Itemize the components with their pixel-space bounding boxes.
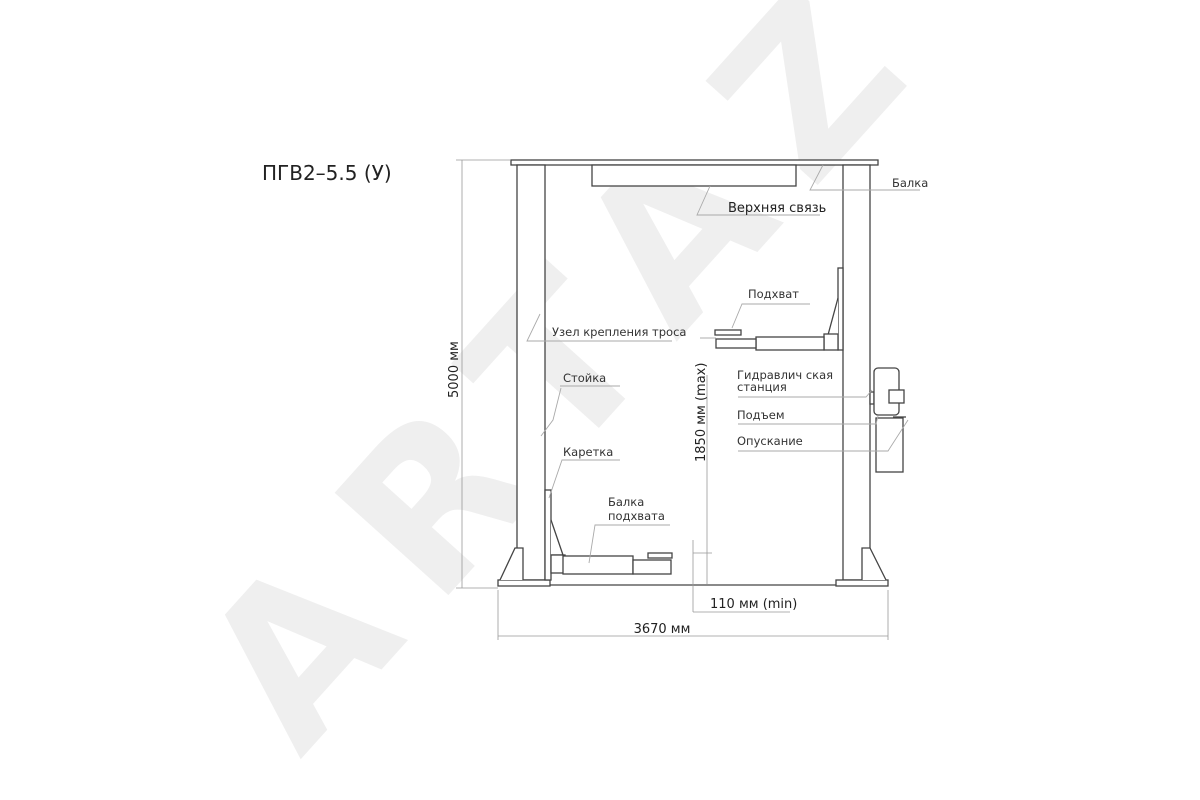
dim-width: 3670 мм (634, 622, 691, 637)
label-top-link: Верхняя связь (728, 201, 826, 216)
leader-lines (526, 164, 920, 564)
label-beam: Балка (892, 176, 928, 190)
label-hydraulic-2: станция (737, 380, 787, 394)
left-carriage (544, 489, 552, 581)
model-title: ПГВ2–5.5 (У) (262, 161, 392, 185)
right-post (842, 164, 871, 581)
upper-arm (755, 336, 825, 351)
dim-height: 5000 мм (447, 341, 462, 398)
lower-pad (647, 552, 673, 559)
lift-structure (497, 159, 906, 587)
tank (875, 417, 904, 473)
dimensions: 5000 мм 1850 мм (max) 110 мм (min) 3670 … (447, 159, 889, 640)
left-gusset (499, 547, 524, 581)
labels: Балка Верхняя связь Подхват Узел креплен… (552, 176, 928, 523)
label-lift: Подъем (737, 408, 785, 422)
lower-arm (562, 555, 634, 575)
top-link (591, 164, 797, 187)
dim-lift-height: 1850 мм (max) (694, 363, 709, 462)
label-cable-mount: Узел крепления троса (552, 325, 686, 339)
label-carriage: Каретка (563, 445, 613, 459)
right-base-plate (835, 579, 889, 587)
label-hydraulic-1: Гидравлич ская (737, 368, 833, 382)
label-post: Стойка (563, 371, 606, 385)
right-gusset (861, 547, 887, 581)
upper-pad (714, 329, 742, 336)
right-carriage (837, 267, 844, 351)
label-lower: Опускание (737, 434, 803, 448)
label-arm-beam-2: подхвата (608, 509, 665, 523)
left-base-plate (497, 579, 551, 587)
label-pickup: Подхват (748, 287, 799, 301)
top-beam (510, 159, 879, 166)
label-arm-beam-1: Балка (608, 495, 644, 509)
left-post (516, 164, 546, 581)
dim-min-height: 110 мм (min) (710, 597, 797, 612)
